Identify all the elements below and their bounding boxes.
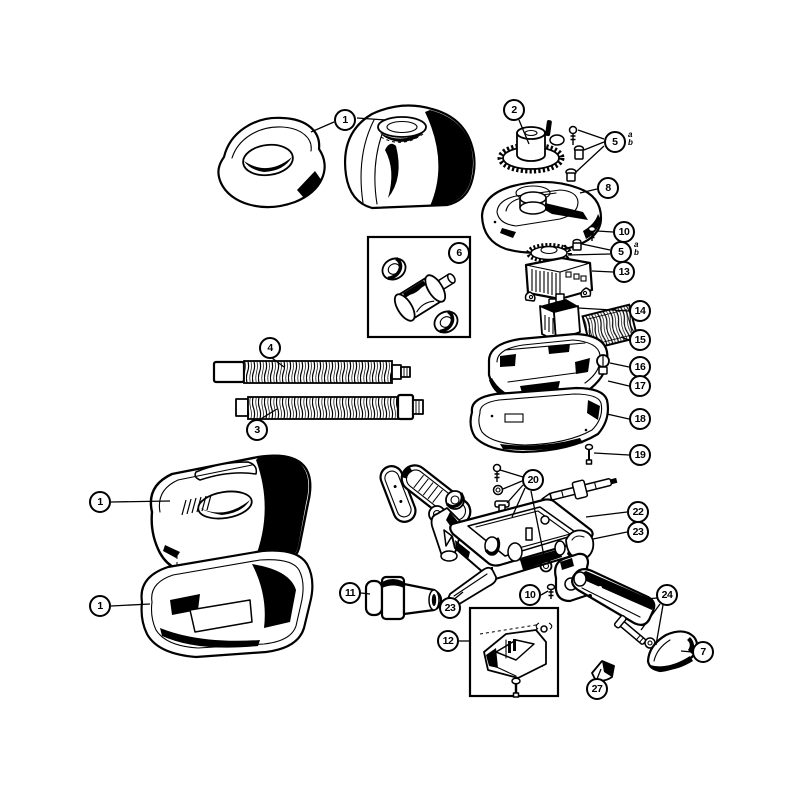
screw-set-a — [565, 125, 585, 182]
callout-5-right: 5 a b — [610, 241, 639, 263]
hose-upper — [212, 360, 411, 384]
callout-18: 18 — [629, 408, 651, 430]
callout-6-label: 6 — [456, 247, 462, 259]
callout-24: 24 — [656, 584, 678, 606]
callout-22: 22 — [627, 501, 649, 523]
callout-10-right-label: 10 — [618, 226, 630, 238]
lower-pan — [469, 386, 610, 454]
callout-20: 20 — [522, 469, 544, 491]
callout-16-label: 16 — [634, 361, 646, 373]
screw-19 — [584, 443, 594, 465]
callout-24-label: 24 — [661, 589, 673, 601]
callout-11-label: 11 — [344, 587, 356, 599]
turbine-gear — [497, 120, 565, 174]
dome-cover — [344, 104, 476, 210]
callout-5-right-label: 5 — [610, 241, 632, 263]
drive-cover — [480, 180, 603, 254]
callout-11: 11 — [339, 582, 361, 604]
callout-19: 19 — [629, 444, 651, 466]
callout-23-bottom: 23 — [439, 597, 461, 619]
cone-adapter — [364, 575, 443, 621]
hose-lower — [235, 393, 424, 421]
middle-body — [487, 332, 609, 402]
chassis-frame — [449, 498, 594, 581]
callout-6: 6 — [448, 242, 470, 264]
callout-12: 12 — [437, 630, 459, 652]
callout-7: 7 — [692, 641, 714, 663]
latch-plug — [596, 354, 610, 375]
axle-shaft — [541, 477, 618, 501]
callout-3-label: 3 — [254, 424, 260, 436]
callout-10-bottom-label: 10 — [524, 589, 536, 601]
top-cover-plate — [217, 116, 326, 209]
callout-5-top: 5 a b — [604, 131, 633, 153]
callout-12-label: 12 — [442, 635, 454, 647]
callout-20-label: 20 — [527, 474, 539, 486]
screw-10-bottom — [546, 583, 556, 599]
callout-1-mid: 1 — [89, 491, 111, 513]
callout-8-label: 8 — [605, 182, 611, 194]
callout-4: 4 — [259, 337, 281, 359]
callout-23-bottom-label: 23 — [444, 602, 456, 614]
callout-17-label: 17 — [634, 380, 646, 392]
callout-2: 2 — [503, 99, 525, 121]
callout-1-bottom-label: 1 — [97, 600, 103, 612]
callout-18-label: 18 — [634, 413, 646, 425]
callout-19-label: 19 — [634, 449, 646, 461]
callout-10-bottom: 10 — [519, 584, 541, 606]
callout-1-mid-label: 1 — [97, 496, 103, 508]
callout-1-bottom: 1 — [89, 595, 111, 617]
callout-1-top-label: 1 — [342, 114, 348, 126]
callout-14: 14 — [629, 300, 651, 322]
callout-8: 8 — [597, 177, 619, 199]
callout-13: 13 — [613, 261, 635, 283]
callout-10-right: 10 — [613, 221, 635, 243]
callout-27: 27 — [586, 678, 608, 700]
callout-13-label: 13 — [618, 266, 630, 278]
callout-23-right: 23 — [627, 521, 649, 543]
roller-bearing-assembly — [366, 235, 472, 339]
callout-7-label: 7 — [700, 646, 706, 658]
suffix-b: b — [628, 137, 633, 147]
suffix-a: a — [628, 130, 633, 139]
callout-23-right-label: 23 — [632, 526, 644, 538]
callout-15-label: 15 — [634, 334, 646, 346]
callout-5-top-label: 5 — [604, 131, 626, 153]
callout-15: 15 — [629, 329, 651, 351]
screw-10-right — [587, 225, 597, 241]
callout-17: 17 — [629, 375, 651, 397]
callout-2-label: 2 — [511, 104, 517, 116]
callout-14-label: 14 — [634, 305, 646, 317]
pump-block — [539, 293, 581, 342]
callout-27-label: 27 — [591, 683, 603, 695]
callout-22-label: 22 — [632, 506, 644, 518]
callout-5-top-suffixes: a b — [628, 131, 633, 146]
callout-3: 3 — [246, 419, 268, 441]
seal-gear — [526, 238, 582, 263]
callout-1-top: 1 — [334, 109, 356, 131]
suffix-a: a — [634, 240, 639, 249]
bracket-insert — [468, 606, 560, 698]
callout-5-right-suffixes: a b — [634, 241, 639, 256]
base-housing — [140, 532, 314, 659]
suffix-b: b — [634, 247, 639, 257]
callout-4-label: 4 — [267, 342, 273, 354]
